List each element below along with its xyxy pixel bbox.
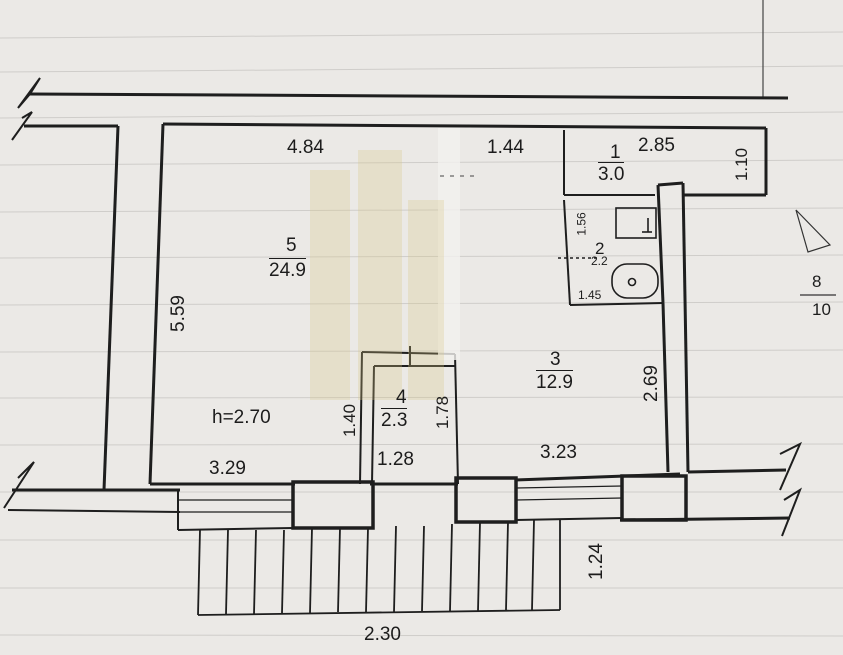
toilet-icon: [611, 263, 659, 299]
dim-room5-left: 5.59: [167, 295, 189, 332]
stairs: [197, 519, 561, 616]
room3-area: 12.9: [536, 370, 573, 393]
window-block-mid: [454, 476, 518, 524]
room5-area: 24.9: [269, 258, 306, 281]
dim-room5-bottom: 3.29: [209, 458, 246, 479]
dim-room4-left: 1.40: [340, 403, 360, 438]
room2-area: 2.2: [591, 254, 608, 268]
dim-room5-top: 4.84: [287, 137, 324, 158]
room3-number: 3: [550, 349, 561, 370]
watermark: [310, 150, 444, 400]
window-block-left: [291, 480, 375, 530]
dim-room1-right: 1.10: [732, 147, 752, 182]
room5-number: 5: [286, 235, 297, 256]
room4-number: 4: [396, 387, 407, 408]
dim-room3-bottom: 3.23: [540, 442, 577, 463]
dim-room2-left: 1.56: [574, 212, 589, 236]
ceiling-height: h=2.70: [212, 407, 271, 428]
dim-room3-right: 2.69: [640, 365, 662, 402]
margin-note-bottom: 10: [812, 300, 831, 319]
dim-room2-bottom: 1.45: [578, 288, 602, 302]
dim-room1-top: 2.85: [638, 135, 675, 156]
window-block-right: [620, 474, 688, 522]
dim-room4-right: 1.78: [433, 395, 453, 430]
main-left-wall: [148, 123, 165, 485]
dim-stairs-width: 2.30: [364, 624, 401, 645]
margin-note-top: 8: [812, 272, 822, 291]
room4-area: 2.3: [381, 408, 408, 431]
top-exterior-wall: [29, 92, 789, 100]
room1-number: 1: [610, 142, 621, 163]
dim-stairs-height: 1.24: [585, 543, 607, 580]
dim-room3-top: 1.44: [487, 137, 524, 158]
margin-sketch-icon: [795, 209, 836, 296]
sink-icon: [615, 207, 657, 239]
dim-room4-bottom: 1.28: [377, 449, 414, 470]
room1-area: 3.0: [598, 162, 625, 185]
room2-number: 2: [595, 239, 605, 258]
main-top-wall: [162, 122, 767, 130]
